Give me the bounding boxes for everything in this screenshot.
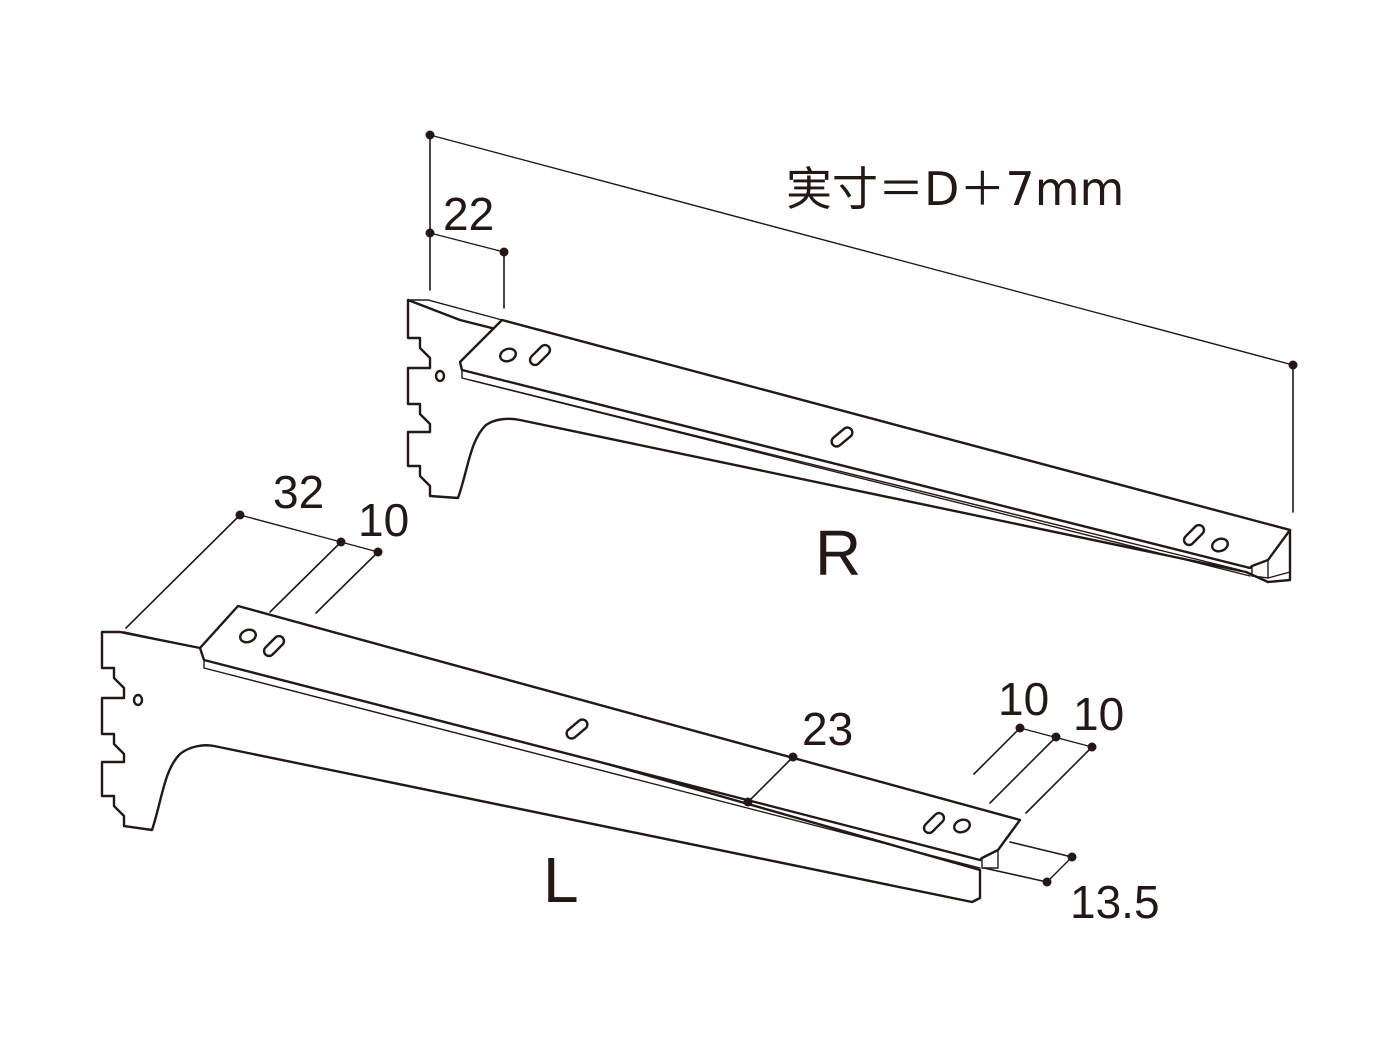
dim-r-overall-dot-start: [425, 130, 435, 140]
dim-l-10-ext: [315, 551, 379, 614]
bracket-l-hole-middle: [565, 718, 589, 740]
dim-l-23-label: 23: [802, 703, 853, 755]
dim-l-10-line: [340, 541, 379, 553]
dim-l-13-dot-bottom: [1042, 877, 1052, 887]
dim-l-13-label: 13.5: [1070, 876, 1160, 928]
bracket-r-hole-round: [499, 347, 517, 363]
bracket-l-hole-round: [239, 628, 257, 644]
bracket-l-plate-edge: [203, 659, 981, 869]
bracket-l-hole-slot: [262, 634, 286, 658]
bracket-l-upright-hole: [132, 693, 144, 707]
dim-l-32b-ext: [269, 541, 342, 613]
dim-l-13-ext-top: [1009, 841, 1073, 858]
bracket-r-hole-round-end: [1211, 537, 1229, 553]
dim-l-32-ext: [125, 514, 241, 629]
dim-l-23-dot-bottom: [743, 797, 753, 807]
dim-l-end-10b-label: 10: [1073, 688, 1124, 740]
bracket-r: [406, 298, 1292, 584]
dim-l-32-dot-end: [336, 537, 346, 547]
dim-l-end-ext-2: [989, 736, 1057, 804]
dim-r-22-dot-start: [425, 228, 435, 238]
dim-r-22-line: [429, 232, 505, 253]
dim-r-overall-line: [429, 134, 1294, 366]
dim-l-end-ext-1: [973, 727, 1021, 775]
dim-l-23-dot-top: [788, 752, 798, 762]
bracket-r-hole-slot: [528, 343, 552, 367]
bracket-r-top-edge: [407, 299, 503, 321]
dim-l-13-dot-top: [1067, 852, 1077, 862]
dim-l-end-10a-label: 10: [998, 673, 1049, 725]
bracket-r-end-lip: [1251, 559, 1291, 579]
dim-l-32-label: 32: [273, 466, 324, 518]
dim-r-22-dot-end: [499, 247, 509, 257]
bracket-r-plate: [458, 318, 1292, 570]
dim-l-13-line: [1046, 856, 1073, 883]
dim-l-end-dot-1: [1015, 723, 1025, 733]
dim-r-22-label: 22: [443, 188, 494, 240]
dimensions-r: [425, 130, 1298, 513]
bracket-l-end-lip: [981, 849, 999, 869]
dim-l-end-dot-3: [1087, 742, 1097, 752]
bracket-r-web-line: [469, 379, 1241, 571]
bracket-r-plate-edge: [461, 369, 1251, 577]
dimensions-l: [125, 510, 1097, 887]
bracket-l: [100, 604, 1022, 904]
part-label-l: L: [543, 844, 579, 916]
dim-r-overall-dot-end: [1288, 360, 1298, 370]
dim-l-end-ext-3: [1025, 746, 1093, 814]
bracket-l-plate: [198, 604, 1022, 862]
dim-l-10-dot-end: [373, 547, 383, 557]
bracket-l-upright: [100, 630, 982, 904]
actual-size-note: 実寸＝D＋7mm: [786, 162, 1124, 216]
bracket-l-hole-round-end: [953, 818, 971, 834]
part-label-r: R: [815, 517, 861, 589]
dim-l-32-dot-start: [235, 510, 245, 520]
dim-l-32-line: [239, 514, 342, 543]
dim-l-13-ext-bottom: [983, 867, 1048, 883]
bracket-l-top-edge: [101, 631, 201, 649]
dim-l-23-line: [747, 756, 794, 803]
dim-l-end-dot-2: [1051, 732, 1061, 742]
bracket-l-hole-slot-end: [922, 811, 946, 835]
bracket-r-hole-slot-end: [1182, 523, 1206, 547]
bracket-r-hole-middle: [830, 426, 854, 448]
bracket-r-upright-hole: [434, 369, 446, 383]
dim-l-10-label: 10: [358, 494, 409, 546]
